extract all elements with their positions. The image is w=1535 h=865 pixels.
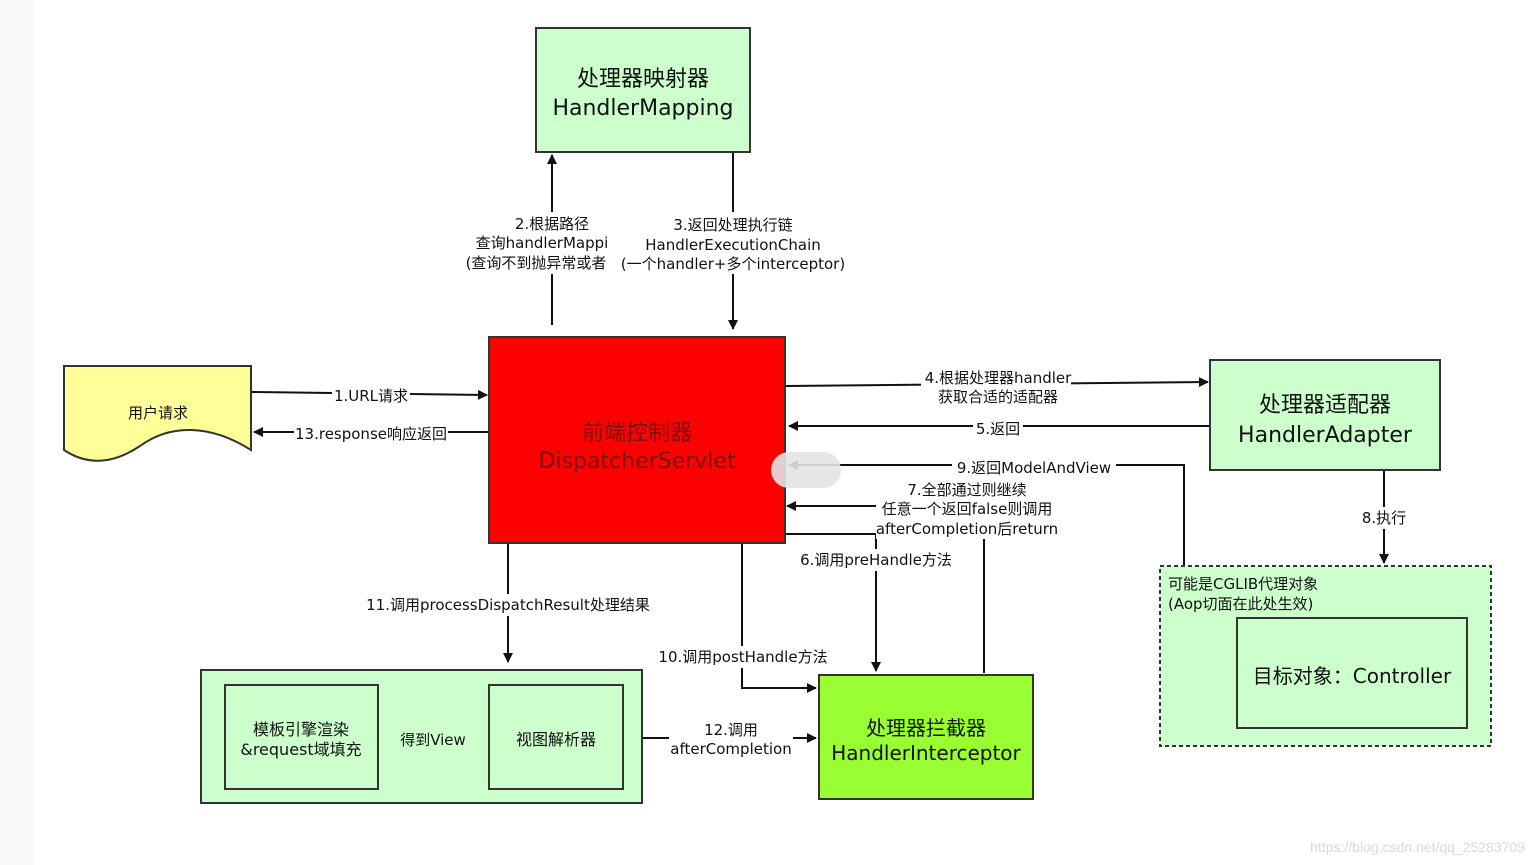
edge-9-label-bg bbox=[952, 456, 1116, 478]
edge-13-label-bg bbox=[294, 422, 448, 444]
edge-2-label-line3: (查询不到抛异常或者 bbox=[466, 254, 607, 272]
edge-11-label: 11.调用processDispatchResult处理结果 bbox=[366, 596, 650, 614]
edge-8-label-bg bbox=[1358, 507, 1410, 529]
user-request-label: 用户请求 bbox=[128, 404, 188, 422]
view-resolver-label: 视图解析器 bbox=[516, 730, 596, 749]
edge-3-label-line1: 3.返回处理执行链 bbox=[673, 216, 792, 234]
edge-7-label-line1: 7.全部通过则继续 bbox=[907, 481, 1026, 499]
handler-mapping-title: 处理器映射器 bbox=[577, 67, 709, 92]
dispatcher-title: 前端控制器 bbox=[582, 421, 692, 446]
controller-label: 目标对象：Controller bbox=[1253, 664, 1452, 688]
edge-12-label-bg bbox=[669, 718, 793, 760]
edge-12-label-line1: 12.调用 bbox=[704, 721, 758, 739]
edge-3-label-line2: HandlerExecutionChain bbox=[645, 236, 821, 254]
edge-5-label: 5.返回 bbox=[976, 420, 1020, 438]
edge-3-label-bg bbox=[617, 212, 857, 274]
edge-10-label: 10.调用postHandle方法 bbox=[658, 648, 827, 666]
edge-12-label-line2: afterCompletion bbox=[670, 740, 791, 758]
interceptor-title: 处理器拦截器 bbox=[866, 716, 986, 740]
edge-1-label-bg bbox=[332, 384, 410, 406]
edge-9-label: 9.返回ModelAndView bbox=[957, 459, 1111, 477]
edge-1-label: 1.URL请求 bbox=[334, 387, 408, 405]
template-engine-line2: &request域填充 bbox=[240, 740, 361, 759]
edge-4-label-line2: 获取合适的适配器 bbox=[938, 388, 1058, 406]
edge-7-label-bg bbox=[876, 479, 1058, 539]
edge-11-label-bg bbox=[364, 594, 654, 616]
edge-13-label: 13.response响应返回 bbox=[295, 425, 447, 443]
edge-2-label-bg bbox=[453, 212, 613, 274]
edge-7-label-line3: afterCompletion后return bbox=[876, 520, 1058, 538]
interceptor-subtitle: HandlerInterceptor bbox=[831, 741, 1021, 765]
edge-10 bbox=[741, 544, 817, 693]
edge-7-label-line2: 任意一个返回false则调用 bbox=[882, 500, 1053, 518]
cglib-label-line1: 可能是CGLIB代理对象 bbox=[1168, 575, 1318, 593]
get-view-label-bg bbox=[398, 728, 468, 750]
edge-4-label-line1: 4.根据处理器handler bbox=[925, 369, 1072, 387]
node-controller[interactable]: 目标对象：Controller bbox=[1236, 617, 1468, 729]
cglib-label-line2: (Aop切面在此处生效) bbox=[1168, 595, 1313, 613]
get-view-label: 得到View bbox=[400, 731, 466, 749]
watermark: https://blog.csdn.net/qq_25283709 bbox=[1310, 839, 1525, 855]
dispatcher-subtitle: DispatcherServlet bbox=[538, 449, 735, 474]
node-template-engine[interactable]: 模板引擎渲染 &request域填充 bbox=[224, 684, 379, 790]
edge-8-label: 8.执行 bbox=[1362, 509, 1406, 527]
edge-2-label-line2: 查询handlerMappi bbox=[476, 234, 609, 252]
edge-10-label-bg bbox=[656, 646, 830, 668]
edge-6-label-bg bbox=[796, 549, 956, 571]
edge-5-label-bg bbox=[973, 417, 1023, 439]
node-user-request[interactable]: 用户请求 bbox=[63, 365, 252, 462]
edge-4-label-bg bbox=[921, 367, 1071, 407]
handler-adapter-subtitle: HandlerAdapter bbox=[1238, 423, 1413, 448]
handler-mapping-subtitle: HandlerMapping bbox=[552, 96, 733, 121]
edge-9 bbox=[788, 460, 1185, 565]
left-margin bbox=[0, 0, 34, 865]
node-view-resolver[interactable]: 视图解析器 bbox=[488, 684, 624, 790]
node-handler-interceptor[interactable]: 处理器拦截器 HandlerInterceptor bbox=[818, 674, 1034, 800]
edge-2-label-line1: 2.根据路径 bbox=[515, 215, 589, 233]
edge-3-label-line3: (一个handler+多个interceptor) bbox=[621, 255, 845, 273]
handler-adapter-title: 处理器适配器 bbox=[1259, 393, 1391, 418]
template-engine-line1: 模板引擎渲染 bbox=[253, 720, 349, 739]
node-handler-mapping[interactable]: 处理器映射器 HandlerMapping bbox=[535, 27, 751, 153]
overlay-pill bbox=[771, 452, 841, 488]
node-dispatcher-servlet[interactable]: 前端控制器 DispatcherServlet bbox=[488, 336, 786, 544]
node-handler-adapter[interactable]: 处理器适配器 HandlerAdapter bbox=[1209, 359, 1441, 471]
edge-6-label: 6.调用preHandle方法 bbox=[800, 551, 952, 569]
